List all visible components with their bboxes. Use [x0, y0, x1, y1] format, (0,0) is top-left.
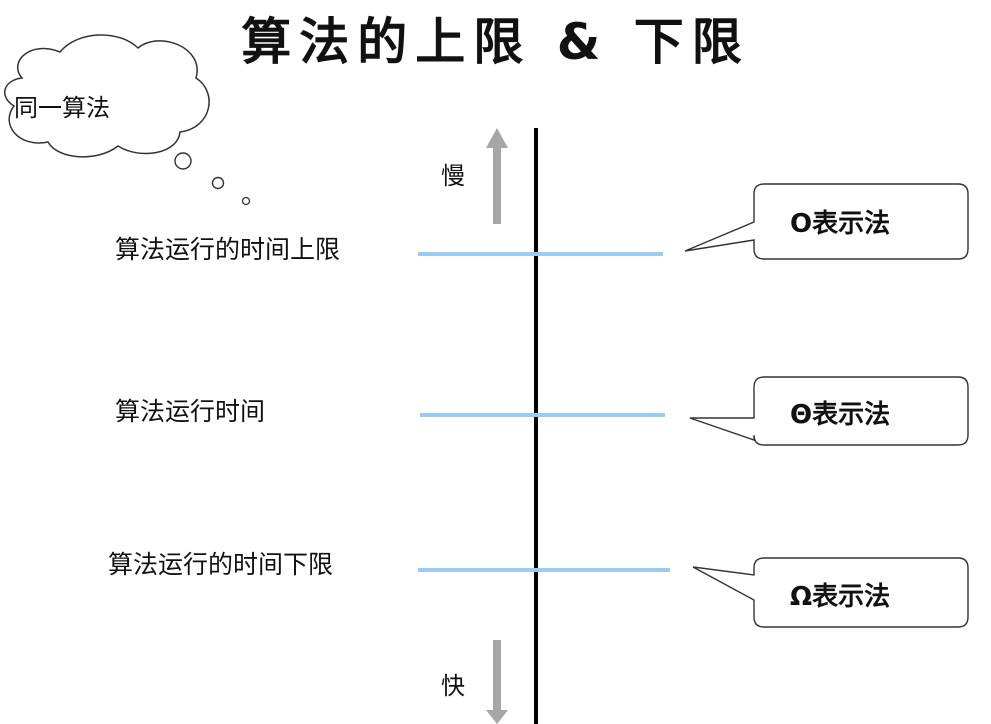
slow-arrow — [486, 128, 508, 224]
omega-notation-label: Ω表示法 — [790, 582, 891, 612]
thought-bubble-large — [174, 152, 192, 170]
callout-theta — [689, 376, 969, 446]
callout-big-o — [684, 183, 969, 260]
big-o-notation-label: O表示法 — [790, 209, 891, 239]
thought-bubble-medium — [211, 176, 225, 190]
lower-bound-label: 算法运行的时间下限 — [108, 550, 334, 579]
fast-label: 快 — [441, 672, 465, 700]
page-title: 算法的上限 & 下限 — [241, 13, 750, 71]
thought-cloud — [4, 34, 210, 158]
slow-label: 慢 — [441, 162, 465, 190]
fast-arrow — [486, 640, 508, 724]
thought-cloud-text: 同一算法 — [14, 94, 110, 122]
upper-bound-label: 算法运行的时间上限 — [115, 235, 341, 264]
thought-bubble-small — [241, 196, 251, 206]
callout-omega — [692, 557, 969, 628]
tight-bound-label: 算法运行时间 — [115, 397, 266, 426]
theta-notation-label: Θ表示法 — [790, 400, 891, 430]
